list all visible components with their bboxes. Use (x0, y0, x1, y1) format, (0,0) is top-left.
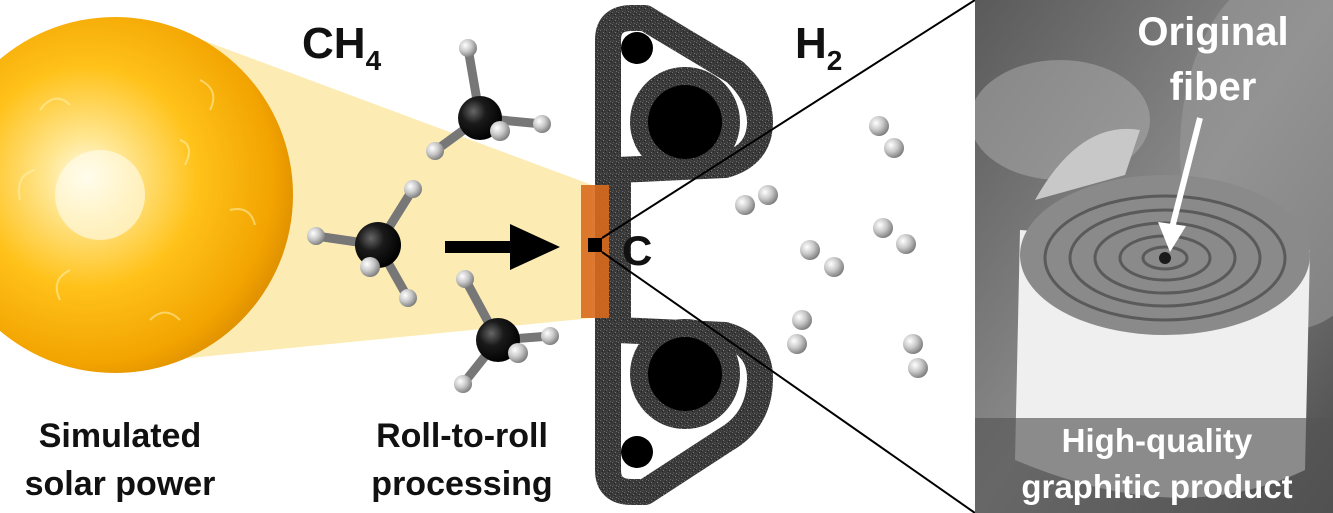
roll-to-roll-system (581, 5, 773, 505)
sun-caption-line2: solar power (25, 465, 216, 503)
zoom-line-lower (601, 251, 976, 513)
product-formula: H2 (795, 19, 842, 76)
hydrogen-molecule-icon (800, 240, 844, 277)
carbon-label: C (622, 227, 652, 274)
micrograph-caption-band (975, 418, 1333, 513)
light-beam (170, 28, 592, 360)
reactant-formula: CH4 (302, 19, 382, 76)
hydrogen-molecule-icon (869, 116, 904, 158)
fiber-pointer-arrowhead (1158, 222, 1186, 252)
micrograph-title-line1: Original (1137, 10, 1288, 54)
fiber-pointer-arrow (1169, 117, 1203, 229)
methane-molecule-icon (307, 180, 422, 307)
carbon-sample-point (588, 238, 602, 252)
micrograph-caption-line1: High-quality (1062, 422, 1253, 459)
hydrogen-molecule-icon (873, 218, 916, 254)
hydrogen-molecule-icon (903, 334, 928, 378)
roller-icon (648, 337, 722, 411)
micrograph-caption-line2: graphitic product (1021, 468, 1292, 505)
hydrogen-molecule-icon (787, 310, 812, 354)
roller-icon (621, 436, 653, 468)
sun-sphere-icon (0, 17, 293, 373)
micrograph-panel (975, 0, 1333, 513)
right-arrow-icon (445, 224, 560, 270)
methane-molecule-icon (426, 39, 551, 160)
micrograph-title-line2: fiber (1170, 65, 1257, 109)
sun-caption-line1: Simulated (39, 417, 201, 455)
roller-icon (621, 32, 653, 64)
hydrogen-molecule-icon (735, 185, 778, 215)
methane-molecule-icon (454, 270, 559, 393)
zoom-line-upper (601, 0, 976, 239)
process-caption-line2: processing (371, 465, 552, 503)
process-caption-line1: Roll-to-roll (376, 417, 548, 455)
roller-icon (648, 85, 722, 159)
